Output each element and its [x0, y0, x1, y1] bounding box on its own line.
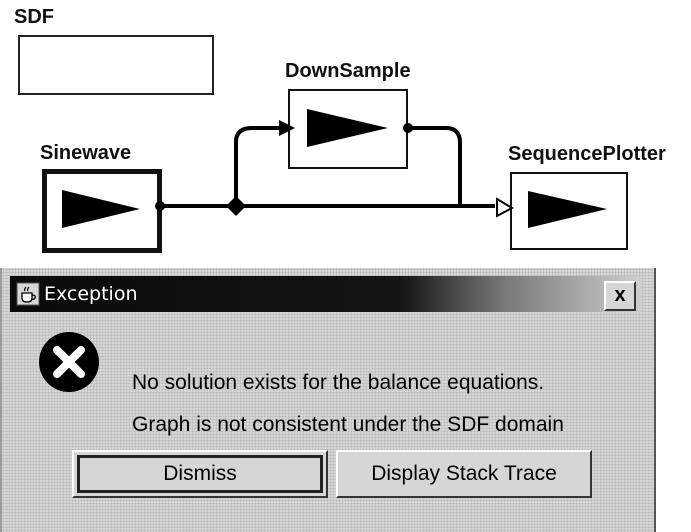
sdf-director-box[interactable]: [18, 35, 214, 95]
downsample-input-port: [279, 120, 295, 136]
dismiss-button-label: Dismiss: [163, 462, 237, 485]
diagram-canvas: [62, 109, 607, 228]
sinewave-actor-icon: [62, 190, 140, 228]
sinewave-label: Sinewave: [40, 142, 132, 164]
close-icon: x: [614, 284, 626, 306]
display-stack-trace-label: Display Stack Trace: [371, 462, 557, 485]
downsample-output-port: [403, 123, 413, 133]
sinewave-output-port: [155, 201, 165, 211]
error-message-line1: No solution exists for the balance equat…: [132, 371, 545, 394]
wire-downsample-to-plotter: [406, 126, 462, 206]
downsample-label: DownSample: [285, 60, 411, 82]
error-message-line2: Graph is not consistent under the SDF do…: [132, 413, 564, 436]
relation-vertex: [226, 196, 246, 216]
error-icon: [39, 332, 99, 392]
display-stack-trace-button[interactable]: Display Stack Trace: [336, 450, 592, 498]
close-button[interactable]: x: [604, 281, 636, 311]
java-cup-icon: [16, 282, 40, 306]
sdf-director-label: SDF: [14, 6, 54, 28]
downsample-actor-icon: [307, 109, 388, 147]
sequenceplotter-input-port: [496, 197, 515, 218]
sequenceplotter-label: SequencePlotter: [508, 143, 666, 165]
dialog-title: Exception: [44, 283, 138, 305]
dismiss-button[interactable]: Dismiss: [72, 450, 328, 498]
sequenceplotter-actor-icon: [528, 191, 607, 228]
exception-dialog: Exception x No solution exists for the b…: [0, 268, 656, 532]
wire-relation-to-downsample: [234, 126, 283, 206]
dialog-titlebar[interactable]: Exception x: [10, 276, 642, 312]
